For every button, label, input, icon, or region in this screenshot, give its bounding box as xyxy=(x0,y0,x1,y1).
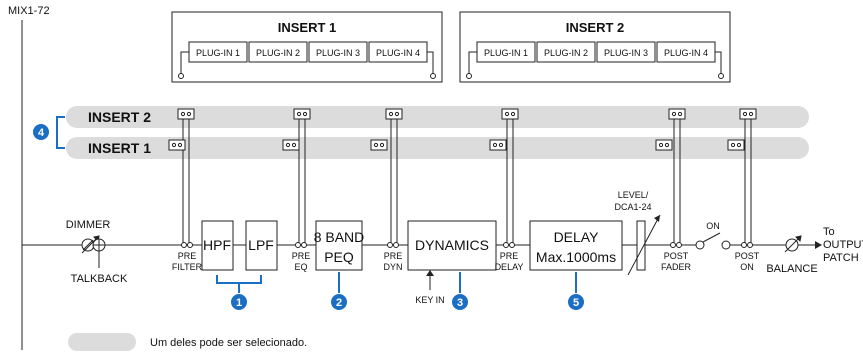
peq-label-2: PEQ xyxy=(324,249,354,265)
level-label-1: LEVEL/ xyxy=(618,190,649,200)
pre-dyn-label-1: PRE xyxy=(384,251,403,261)
insert1-plugin-2 xyxy=(248,41,308,63)
legend-swatch xyxy=(68,333,136,351)
insert2-bar xyxy=(66,106,809,128)
insert1-plugin-3 xyxy=(308,41,368,63)
key-in-arrow xyxy=(426,270,434,276)
pre-eq-label-1: PRE xyxy=(292,251,311,261)
output-label-3: PATCH xyxy=(823,252,859,264)
talkback-sum xyxy=(92,238,106,268)
balance-control xyxy=(784,235,802,253)
peq-label-1: 8 BAND xyxy=(314,229,365,245)
insert2-connector-predelay xyxy=(501,108,519,243)
dynamics-box xyxy=(407,220,497,271)
insert1-connector-postfader xyxy=(655,139,673,151)
hpf-label: HPF xyxy=(203,237,231,253)
lpf-box xyxy=(245,220,278,271)
output-label-1: To xyxy=(823,226,835,238)
insert2-plugin-4-label: PLUG-IN 4 xyxy=(664,48,708,58)
delay-label-2: Max.1000ms xyxy=(536,249,616,265)
balance-label: BALANCE xyxy=(766,263,817,275)
level-label-2: DCA1-24 xyxy=(614,202,651,212)
hpf-box xyxy=(201,220,234,271)
peq-box xyxy=(315,220,363,271)
pre-delay-label-1: PRE xyxy=(500,251,519,261)
key-in-label: KEY IN xyxy=(415,295,444,305)
legend-text: Um deles pode ser selecionado. xyxy=(150,337,307,349)
svg-text:4: 4 xyxy=(38,127,45,139)
pre-filter-label-2: FILTER xyxy=(172,262,203,272)
delay-box xyxy=(529,220,623,271)
insert1-plugin-2-label: PLUG-IN 2 xyxy=(256,48,300,58)
insert1-connector-poston xyxy=(727,139,745,151)
dimmer-label: DIMMER xyxy=(66,219,111,231)
insert2-connector-postfader xyxy=(668,108,686,243)
svg-text:1: 1 xyxy=(236,297,242,309)
svg-text:5: 5 xyxy=(573,297,579,309)
svg-text:3: 3 xyxy=(457,297,463,309)
lpf-label: LPF xyxy=(248,237,274,253)
pre-eq-label-2: EQ xyxy=(294,262,307,272)
callout-2 xyxy=(331,294,347,310)
insert2-plugin-2 xyxy=(536,41,596,63)
insert2-connector-predyn xyxy=(385,108,403,243)
post-on-label-2: ON xyxy=(740,262,754,272)
callout-4-bracket xyxy=(56,116,65,149)
callout-4 xyxy=(33,124,49,140)
output-label-2: OUTPUT xyxy=(823,239,863,251)
post-fader-label-2: FADER xyxy=(661,262,692,272)
insert-connectors xyxy=(168,108,757,243)
insert1-connector-predyn xyxy=(370,139,388,151)
output-arrow xyxy=(815,241,822,249)
insert2-connector-poston xyxy=(739,108,757,243)
pre-dyn-label-2: DYN xyxy=(383,262,402,272)
insert1-plugin-1-label: PLUG-IN 1 xyxy=(196,48,240,58)
on-switch xyxy=(695,232,731,250)
callout-1-bracket xyxy=(216,275,262,284)
insert2-plugin-box: INSERT 2 PLUG-IN 1 PLUG-IN 2 PLUG-IN 3 P… xyxy=(459,11,731,83)
insert2-plugin-3-label: PLUG-IN 3 xyxy=(604,48,648,58)
level-fader xyxy=(636,220,646,271)
insert1-connector-preeq xyxy=(282,139,300,151)
insert1-bar-label: INSERT 1 xyxy=(88,140,151,156)
talkback-label: TALKBACK xyxy=(71,273,128,285)
pre-delay-label-2: DELAY xyxy=(495,262,524,272)
delay-label-1: DELAY xyxy=(554,229,600,245)
insert1-plugin-4-label: PLUG-IN 4 xyxy=(376,48,420,58)
post-on-label-1: POST xyxy=(735,251,760,261)
insert2-box-title: INSERT 2 xyxy=(566,20,625,35)
insert2-plugin-3 xyxy=(596,41,656,63)
insert2-connector-preeq xyxy=(293,108,311,243)
insert2-plugin-2-label: PLUG-IN 2 xyxy=(544,48,588,58)
insert1-connector-prefilter xyxy=(168,139,186,151)
pre-filter-label-1: PRE xyxy=(178,251,197,261)
insert2-bar-label: INSERT 2 xyxy=(88,109,151,125)
callout-5 xyxy=(568,294,584,310)
svg-text:2: 2 xyxy=(336,297,342,309)
post-fader-label-1: POST xyxy=(664,251,689,261)
channel-label: MIX1-72 xyxy=(8,5,50,17)
dynamics-label: DYNAMICS xyxy=(415,237,489,253)
insert1-box-title: INSERT 1 xyxy=(278,20,337,35)
on-label: ON xyxy=(706,221,720,231)
insert2-plugin-1-label: PLUG-IN 1 xyxy=(484,48,528,58)
callout-3 xyxy=(452,294,468,310)
insert2-connector-prefilter xyxy=(177,108,195,243)
insert1-connector-predelay xyxy=(489,139,507,151)
insert1-plugin-3-label: PLUG-IN 3 xyxy=(316,48,360,58)
insert1-bar xyxy=(66,137,809,159)
insert1-plugin-box: INSERT 1 PLUG-IN 1 PLUG-IN 2 PLUG-IN 3 P… xyxy=(171,11,443,83)
callout-1 xyxy=(231,294,247,310)
